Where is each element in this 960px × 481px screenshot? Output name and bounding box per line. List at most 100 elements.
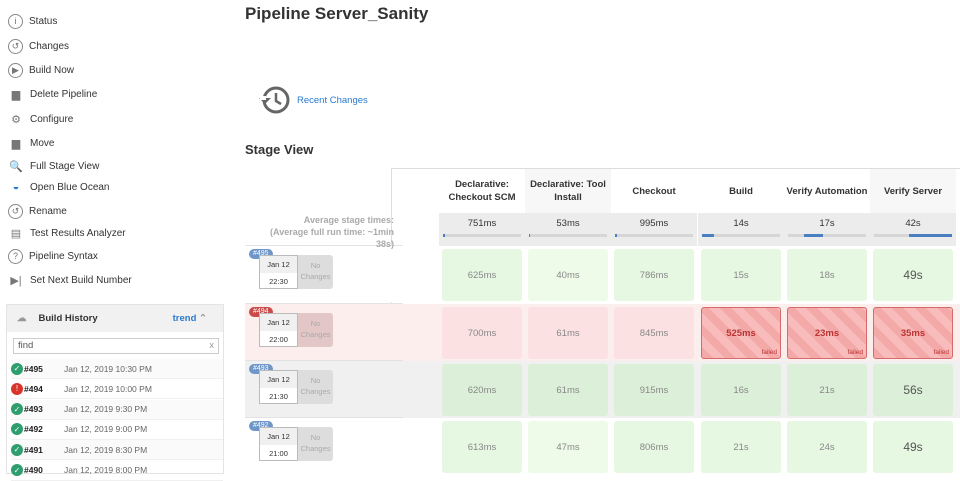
build-badge[interactable]: #493	[249, 364, 273, 374]
stage-cell[interactable]: 61ms	[528, 364, 608, 416]
stage-cell[interactable]: 49s	[873, 249, 953, 301]
recent-changes-link[interactable]: Recent Changes	[297, 94, 368, 106]
stage-duration: 61ms	[556, 384, 580, 396]
build-date: Jan 12	[260, 371, 297, 388]
stage-duration: 23ms	[814, 327, 840, 339]
stage-average: 14s	[698, 213, 784, 246]
stage-duration: 16s	[733, 384, 749, 396]
stage-duration: 786ms	[639, 269, 669, 281]
sidebar-item-configure[interactable]: ⚙Configure	[8, 110, 73, 128]
trend-label: trend	[172, 313, 197, 324]
stage-header: Build	[698, 169, 784, 213]
stage-duration: 24s	[819, 441, 835, 453]
sidebar-item-label: Move	[30, 137, 55, 149]
stage-cell[interactable]: 40ms	[528, 249, 608, 301]
stage-cell[interactable]: 613ms	[442, 421, 522, 473]
stage-duration: 21s	[819, 384, 835, 396]
sidebar-item-full-stage-view[interactable]: 🔍Full Stage View	[8, 157, 99, 175]
sidebar-item-set-next-build-number[interactable]: ▶|Set Next Build Number	[8, 271, 131, 289]
stage-cell[interactable]: 61ms	[528, 307, 608, 359]
sidebar-item-pipeline-syntax[interactable]: ?Pipeline Syntax	[8, 247, 98, 265]
stage-header: Declarative: Checkout SCM	[439, 169, 525, 213]
stage-average-bar-fill	[803, 234, 824, 237]
stage-average: 42s	[870, 213, 956, 246]
delete-folder-icon: ▆	[11, 88, 21, 101]
sidebar-item-label: Open Blue Ocean	[30, 181, 110, 193]
build-history-title: Build History	[38, 313, 98, 324]
stage-name: Declarative: Checkout SCM	[448, 179, 516, 203]
sidebar-item-changes[interactable]: ↺Changes	[8, 37, 69, 55]
sidebar-item-label: Full Stage View	[30, 160, 100, 172]
avg-label-1: Average stage times:	[303, 215, 394, 225]
build-number-link[interactable]: #494	[24, 383, 43, 394]
stage-cell[interactable]: 625ms	[442, 249, 522, 301]
weather-icon: ☁	[17, 313, 27, 324]
build-number-link[interactable]: #495	[24, 363, 43, 374]
history-icon	[259, 86, 290, 114]
stage-cell[interactable]: 915ms	[614, 364, 694, 416]
stage-cell[interactable]: 845ms	[614, 307, 694, 359]
stage-cell[interactable]: 15s	[701, 249, 781, 301]
stage-average-bar-fill	[443, 234, 445, 237]
sidebar-item-rename[interactable]: ↺Rename	[8, 202, 67, 220]
clear-find-button[interactable]: x	[209, 340, 214, 351]
stage-duration: 56s	[903, 383, 923, 397]
stage-cell[interactable]: 56s	[873, 364, 953, 416]
stage-cell[interactable]: 49s	[873, 421, 953, 473]
stage-name: Verify Server	[883, 185, 943, 197]
stage-cell[interactable]: 620ms	[442, 364, 522, 416]
build-badge[interactable]: #492	[249, 421, 273, 431]
stage-cell[interactable]: 21s	[701, 421, 781, 473]
sidebar-item-label: Pipeline Syntax	[29, 250, 98, 262]
build-number-link[interactable]: #490	[24, 465, 43, 475]
stage-cell[interactable]: 786ms	[614, 249, 694, 301]
sidebar-item-open-blue-ocean[interactable]: ◒Open Blue Ocean	[8, 178, 110, 196]
stage-cell[interactable]: 24s	[787, 421, 867, 473]
stage-cell[interactable]: 806ms	[614, 421, 694, 473]
sidebar-item-delete-pipeline[interactable]: ▆ Delete Pipeline	[8, 85, 98, 103]
sidebar-item-label: Delete Pipeline	[30, 88, 98, 100]
build-number-link[interactable]: #492	[24, 424, 43, 435]
failed-label: failed	[761, 349, 777, 356]
build-time: 21:00	[269, 449, 288, 458]
build-badge[interactable]: #495	[249, 249, 273, 259]
stage-name: Verify Automation	[786, 185, 868, 197]
failed-alert-icon: !	[11, 382, 23, 395]
sidebar-item-move[interactable]: ▆Move	[8, 134, 55, 152]
stage-cell[interactable]: 700ms	[442, 307, 522, 359]
build-number-link[interactable]: #493	[24, 404, 43, 415]
stage-duration: 625ms	[467, 269, 497, 281]
build-time: 21:30	[269, 392, 288, 401]
history-icon: ↺	[8, 38, 23, 54]
stage-average-time: 53ms	[556, 218, 580, 229]
stage-average-time: 42s	[905, 218, 921, 229]
stage-cell[interactable]: 18s	[787, 249, 867, 301]
stage-average-time: 17s	[819, 218, 835, 229]
stage-cell[interactable]: 21s	[787, 364, 867, 416]
stage-cell[interactable]: 47ms	[528, 421, 608, 473]
build-number-link[interactable]: #491	[24, 444, 43, 455]
stage-cell[interactable]: 16s	[701, 364, 781, 416]
trend-link[interactable]: trend ⌃	[173, 313, 207, 324]
sidebar-item-test-results-analyzer[interactable]: ▤Test Results Analyzer	[8, 224, 126, 242]
sidebar-item-build-now[interactable]: ▶Build Now	[8, 61, 74, 79]
build-date-card[interactable]: Jan 12 21:30	[259, 370, 298, 404]
build-badge[interactable]: #494	[249, 307, 273, 317]
recent-changes[interactable]: Recent Changes	[258, 84, 368, 116]
